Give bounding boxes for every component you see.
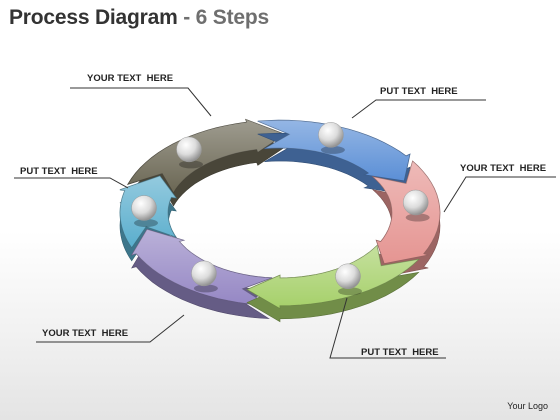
callout-leader-line xyxy=(36,314,185,343)
step-marker-shadow xyxy=(193,284,218,293)
callout-label: YOUR TEXT HERE xyxy=(42,328,128,339)
segments-layer xyxy=(119,118,441,323)
callouts-layer: YOUR TEXT HERE PUT TEXT HERE YOUR TEXT HER… xyxy=(14,73,556,359)
step-marker-ball xyxy=(191,260,217,287)
step-marker-shadow xyxy=(338,287,362,296)
title-main: Process Diagram xyxy=(9,6,178,29)
callout-3: YOUR TEXT HERE xyxy=(443,163,556,213)
cycle-segment-blue xyxy=(257,119,411,195)
callout-label: PUT TEXT HERE xyxy=(20,166,98,177)
callout-leader-line xyxy=(329,297,446,359)
callout-2: PUT TEXT HERE xyxy=(351,86,486,119)
title-accent: 6 Steps xyxy=(195,6,270,29)
callout-5: YOUR TEXT HERE xyxy=(36,314,185,343)
step-marker-ball xyxy=(176,136,202,163)
step-marker-shadow xyxy=(405,213,430,222)
step-marker-6 xyxy=(131,195,158,227)
callout-leader-line xyxy=(351,99,486,119)
footer-logo: Your Logo xyxy=(507,401,548,411)
segment-red-highlight xyxy=(372,161,440,264)
callout-4: PUT TEXT HERE xyxy=(329,297,446,359)
segment-blue-highlight xyxy=(257,120,410,181)
callout-label: PUT TEXT HERE xyxy=(380,86,458,97)
step-marker-1 xyxy=(176,136,203,169)
segment-olive-highlight xyxy=(127,119,285,193)
cycle-segment-green xyxy=(246,244,420,323)
callout-label: YOUR TEXT HERE xyxy=(460,163,546,174)
step-marker-shadow xyxy=(179,160,203,169)
page-title: Process Diagram - 6 Steps xyxy=(9,6,269,30)
step-marker-ball xyxy=(402,189,429,216)
step-marker-ball xyxy=(335,263,361,290)
step-marker-shadow xyxy=(134,219,158,227)
callout-1: YOUR TEXT HERE xyxy=(70,73,212,117)
callout-leader-line xyxy=(443,176,556,213)
segment-green-highlight xyxy=(247,245,419,309)
balls-layer xyxy=(131,122,430,296)
title-separator: - xyxy=(177,6,196,29)
callout-leader-line xyxy=(70,87,212,117)
callout-label: PUT TEXT HERE xyxy=(361,347,439,358)
step-marker-2 xyxy=(318,122,345,154)
step-marker-ball xyxy=(318,122,344,148)
callout-leader-line xyxy=(14,177,129,189)
step-marker-ball xyxy=(131,195,157,221)
callout-label: YOUR TEXT HERE xyxy=(87,73,173,84)
callout-6: PUT TEXT HERE xyxy=(14,166,129,189)
step-marker-3 xyxy=(402,189,430,222)
step-marker-4 xyxy=(335,263,362,296)
step-marker-shadow xyxy=(320,145,345,154)
step-marker-5 xyxy=(191,260,218,293)
